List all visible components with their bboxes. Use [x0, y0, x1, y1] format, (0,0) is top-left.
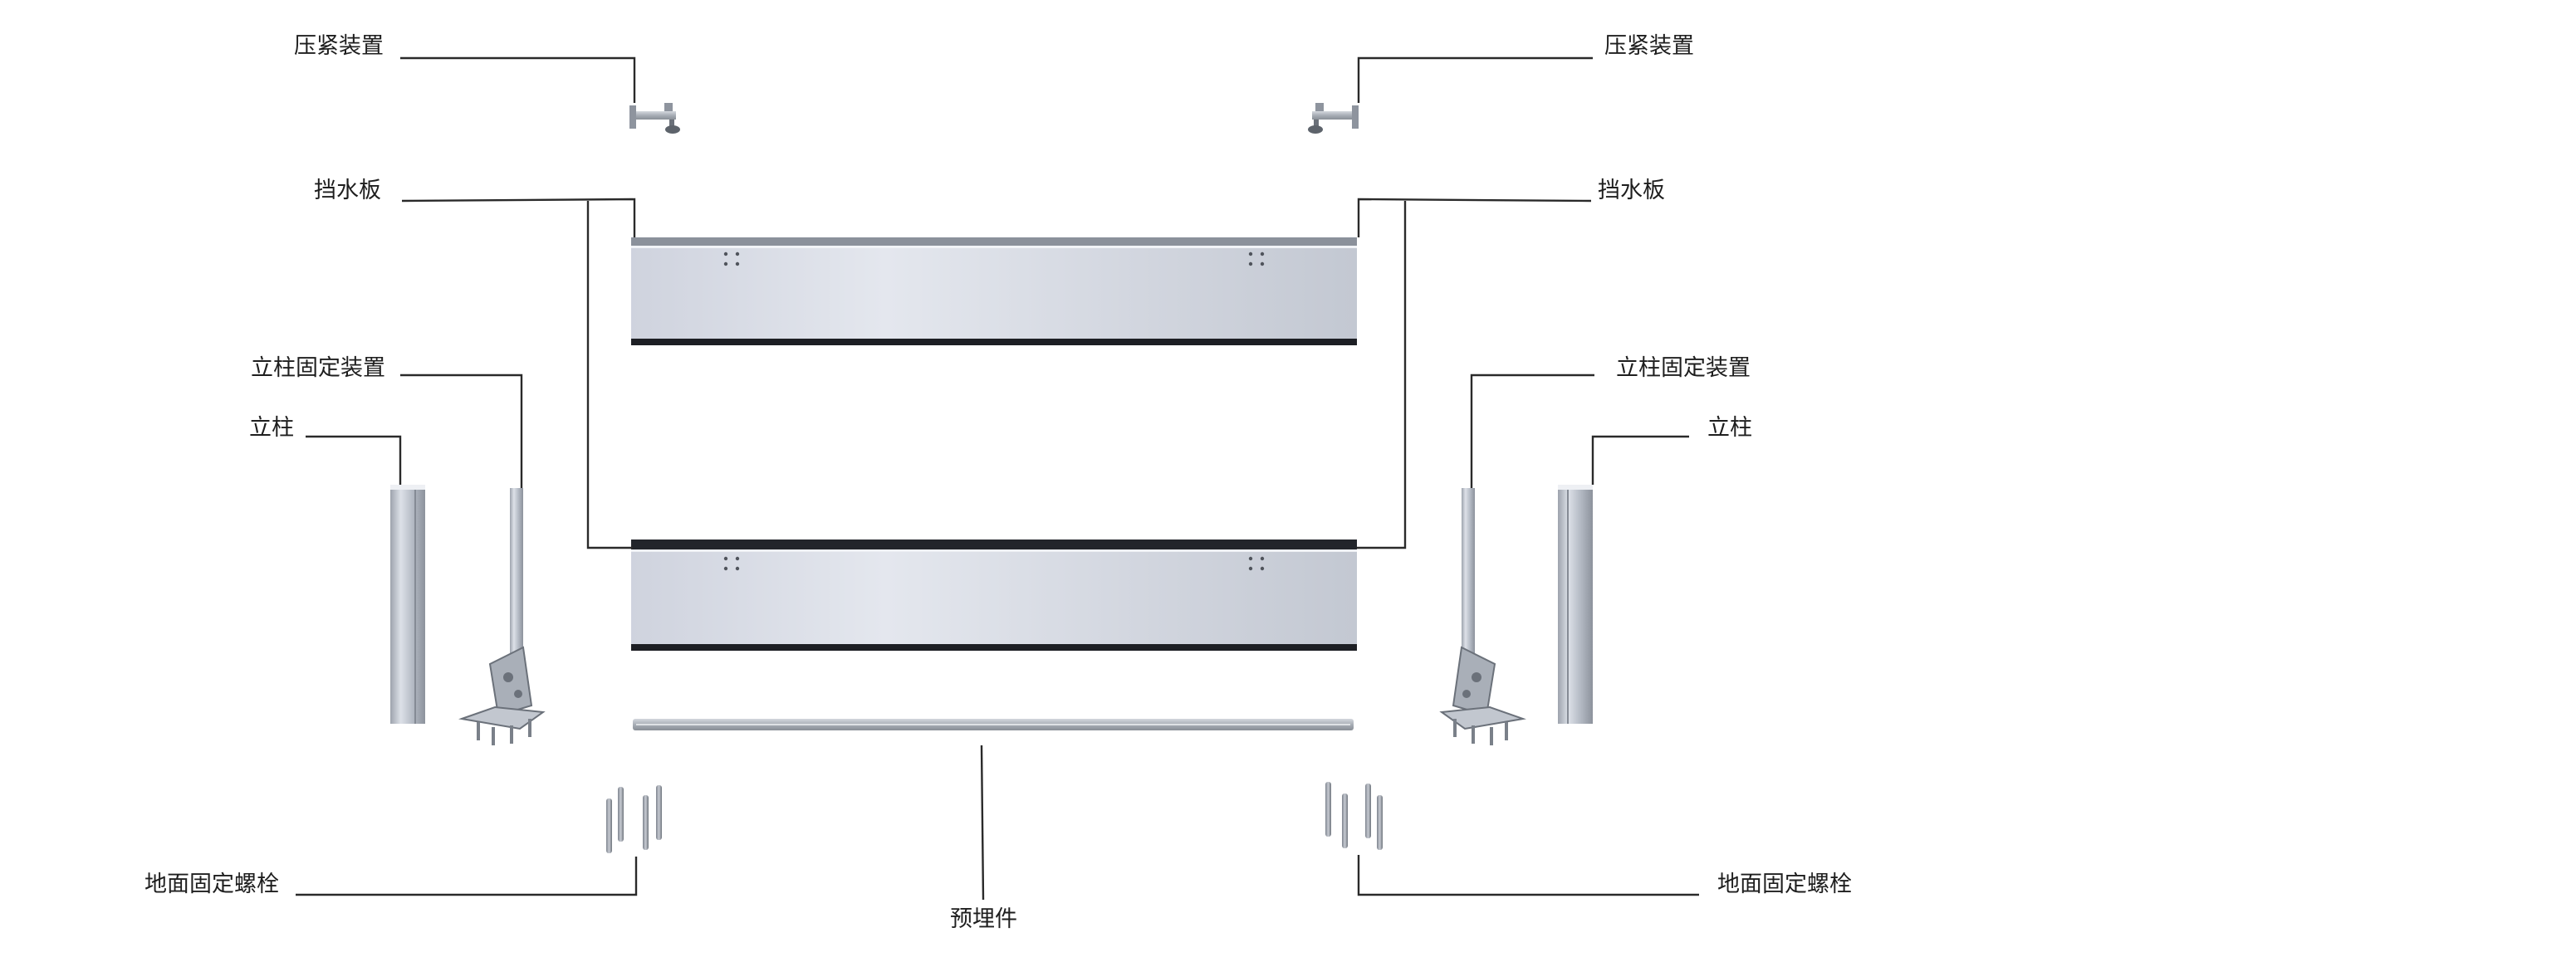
- label-post-fixture-left: 立柱固定装置: [251, 355, 385, 381]
- water-panel-lower: [631, 540, 1357, 651]
- label-clamp-device-left: 压紧装置: [294, 33, 384, 59]
- label-ground-bolts-right: 地面固定螺栓: [1717, 872, 1852, 897]
- leader-post-right: [1591, 435, 1689, 485]
- post-fixture-left: [458, 488, 546, 745]
- clamp-device-left: [629, 103, 680, 134]
- leader-bolts-right: [1357, 855, 1699, 896]
- leader-post-fixture-left: [400, 374, 523, 488]
- leader-bolts-left: [296, 857, 638, 896]
- leader-embedded: [980, 745, 985, 901]
- water-panel-upper: [631, 237, 1357, 345]
- label-clamp-device-right: 压紧装置: [1604, 33, 1694, 59]
- leader-panel-right: [1357, 198, 1592, 237]
- leader-panel-left-lower: [586, 201, 633, 549]
- label-embedded-part: 预埋件: [950, 906, 1017, 932]
- leader-clamp-right: [1357, 56, 1593, 103]
- leader-panel-left: [401, 198, 636, 237]
- post-right: [1558, 485, 1593, 724]
- ground-bolts-right: [1325, 782, 1383, 850]
- label-ground-bolts-left: 地面固定螺栓: [144, 872, 279, 897]
- label-post-fixture-right: 立柱固定装置: [1616, 355, 1751, 381]
- leader-lines: [296, 56, 1699, 901]
- label-water-panel-right: 挡水板: [1598, 178, 1665, 203]
- post-fixture-right: [1439, 488, 1526, 745]
- label-water-panel-left: 挡水板: [314, 178, 381, 203]
- leader-clamp-left: [400, 56, 636, 103]
- label-post-left: 立柱: [249, 415, 294, 441]
- leader-panel-right-lower: [1357, 201, 1407, 549]
- embedded-rail: [633, 719, 1354, 730]
- label-post-right: 立柱: [1707, 415, 1752, 441]
- post-left: [390, 485, 425, 724]
- clamp-device-right: [1308, 103, 1359, 134]
- leader-post-left: [306, 435, 402, 485]
- ground-bolts-left: [606, 785, 662, 853]
- leader-post-fixture-right: [1470, 374, 1594, 488]
